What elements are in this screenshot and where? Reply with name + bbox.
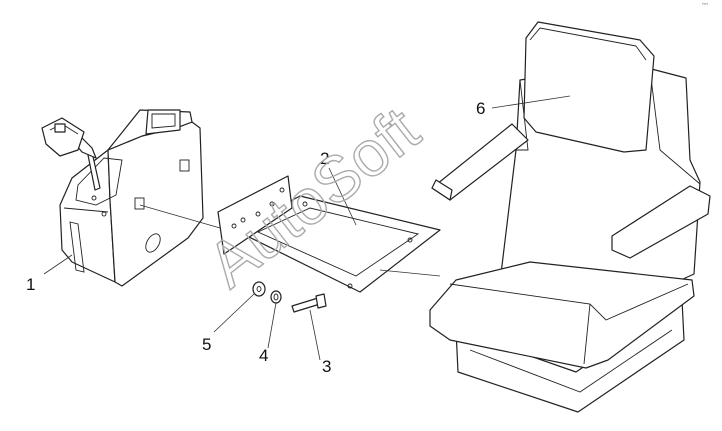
callout-6: 6: [476, 99, 485, 118]
callout-numbers: 1 2 3 4 5 6: [26, 99, 485, 376]
watermark: AutoSoft: [194, 93, 432, 301]
operator-seat: [429, 21, 711, 413]
leader-lines: [43, 95, 571, 361]
callout-2: 2: [320, 149, 329, 168]
callout-3: 3: [322, 357, 331, 376]
bolt: [291, 293, 327, 313]
callout-1: 1: [26, 275, 35, 294]
callout-5: 5: [202, 335, 211, 354]
control-console: [59, 109, 204, 287]
lock-washer: [270, 290, 282, 304]
flat-washer: [252, 281, 266, 297]
mounting-plate: [217, 175, 441, 293]
corner-mark: ᵔᵔ: [702, 1, 708, 10]
callout-4: 4: [259, 346, 268, 365]
shift-lever: [41, 117, 101, 191]
